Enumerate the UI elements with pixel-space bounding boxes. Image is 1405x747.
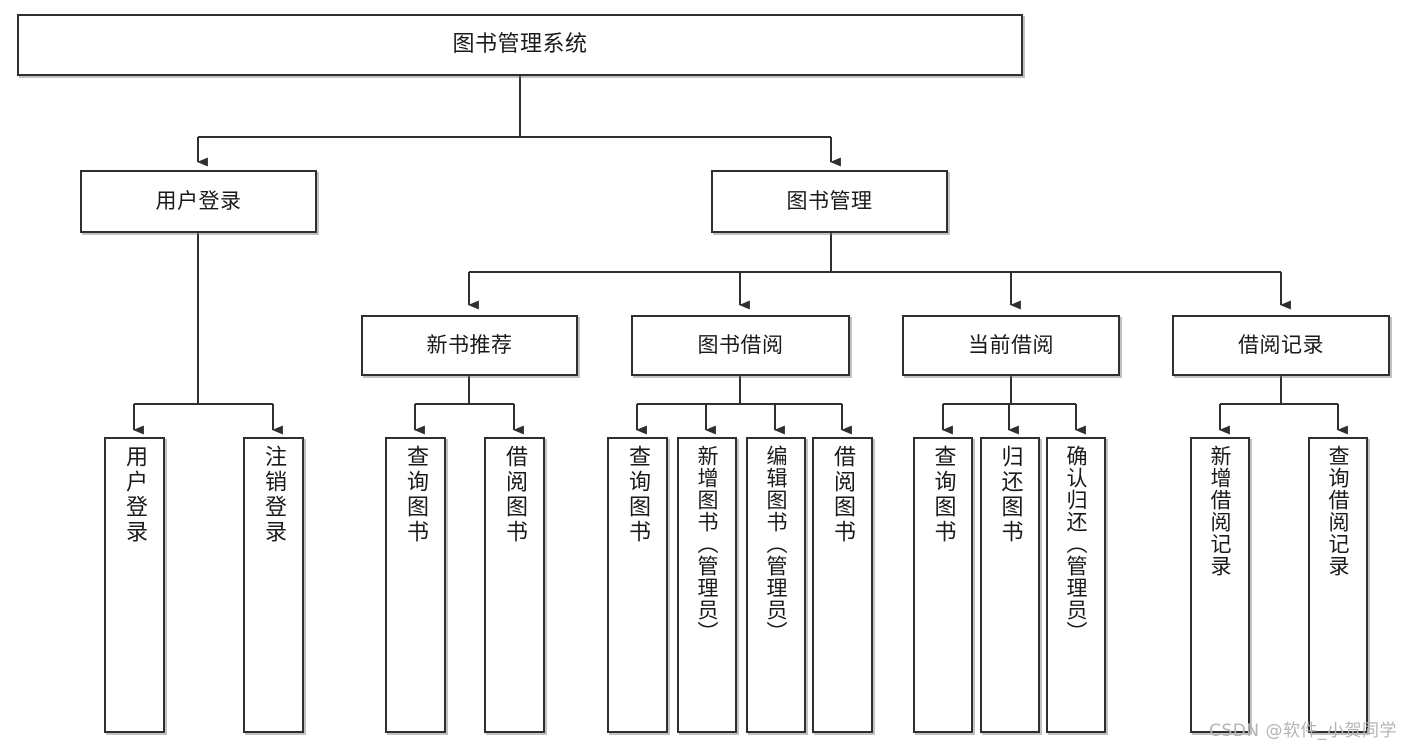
node-root-book-management-system[interactable]: 图书管理系统 xyxy=(17,14,1023,76)
node-label: 确认归还（管理员） xyxy=(1064,445,1089,643)
node-label: 查询图书 xyxy=(930,445,956,545)
node-label: 新增图书（管理员） xyxy=(695,445,720,643)
node-label: 归还图书 xyxy=(997,445,1023,545)
node-label: 用户登录 xyxy=(122,445,148,545)
node-book-borrow[interactable]: 图书借阅 xyxy=(631,315,850,376)
node-label: 借阅图书 xyxy=(502,445,528,545)
leaf-add-borrow-record[interactable]: 新增借阅记录 xyxy=(1190,437,1250,733)
node-label: 借阅记录 xyxy=(1238,333,1324,358)
leaf-query-borrow-record[interactable]: 查询借阅记录 xyxy=(1308,437,1368,733)
leaf-borrow-book-recommend[interactable]: 借阅图书 xyxy=(484,437,545,733)
leaf-logout[interactable]: 注销登录 xyxy=(243,437,304,733)
node-label: 新书推荐 xyxy=(426,333,513,358)
node-label: 用户登录 xyxy=(155,189,242,214)
node-label: 编辑图书（管理员） xyxy=(764,445,789,643)
leaf-borrow-book-borrow[interactable]: 借阅图书 xyxy=(812,437,873,733)
node-borrow-record[interactable]: 借阅记录 xyxy=(1172,315,1390,376)
node-label: 查询借阅记录 xyxy=(1326,445,1351,577)
leaf-query-book-recommend[interactable]: 查询图书 xyxy=(385,437,446,733)
node-label: 查询图书 xyxy=(403,445,429,545)
node-label: 新增借阅记录 xyxy=(1208,445,1233,577)
node-label: 借阅图书 xyxy=(830,445,856,545)
node-label: 图书管理 xyxy=(786,189,873,214)
node-current-borrow[interactable]: 当前借阅 xyxy=(902,315,1120,376)
leaf-edit-book[interactable]: 编辑图书（管理员） xyxy=(746,437,806,733)
leaf-add-book[interactable]: 新增图书（管理员） xyxy=(677,437,737,733)
leaf-query-book-borrow[interactable]: 查询图书 xyxy=(607,437,668,733)
node-label: 图书借阅 xyxy=(697,333,784,358)
node-label: 图书管理系统 xyxy=(452,32,588,58)
leaf-query-book-current[interactable]: 查询图书 xyxy=(913,437,973,733)
node-book-manage[interactable]: 图书管理 xyxy=(711,170,948,233)
leaf-user-login[interactable]: 用户登录 xyxy=(104,437,165,733)
node-user-login[interactable]: 用户登录 xyxy=(80,170,317,233)
node-label: 查询图书 xyxy=(625,445,651,545)
csdn-watermark: CSDN @软件_小贺同学 xyxy=(1209,721,1397,741)
node-label: 当前借阅 xyxy=(968,333,1054,358)
node-new-book-recommend[interactable]: 新书推荐 xyxy=(361,315,578,376)
leaf-return-book[interactable]: 归还图书 xyxy=(980,437,1040,733)
node-label: 注销登录 xyxy=(261,445,287,545)
leaf-confirm-return[interactable]: 确认归还（管理员） xyxy=(1046,437,1106,733)
